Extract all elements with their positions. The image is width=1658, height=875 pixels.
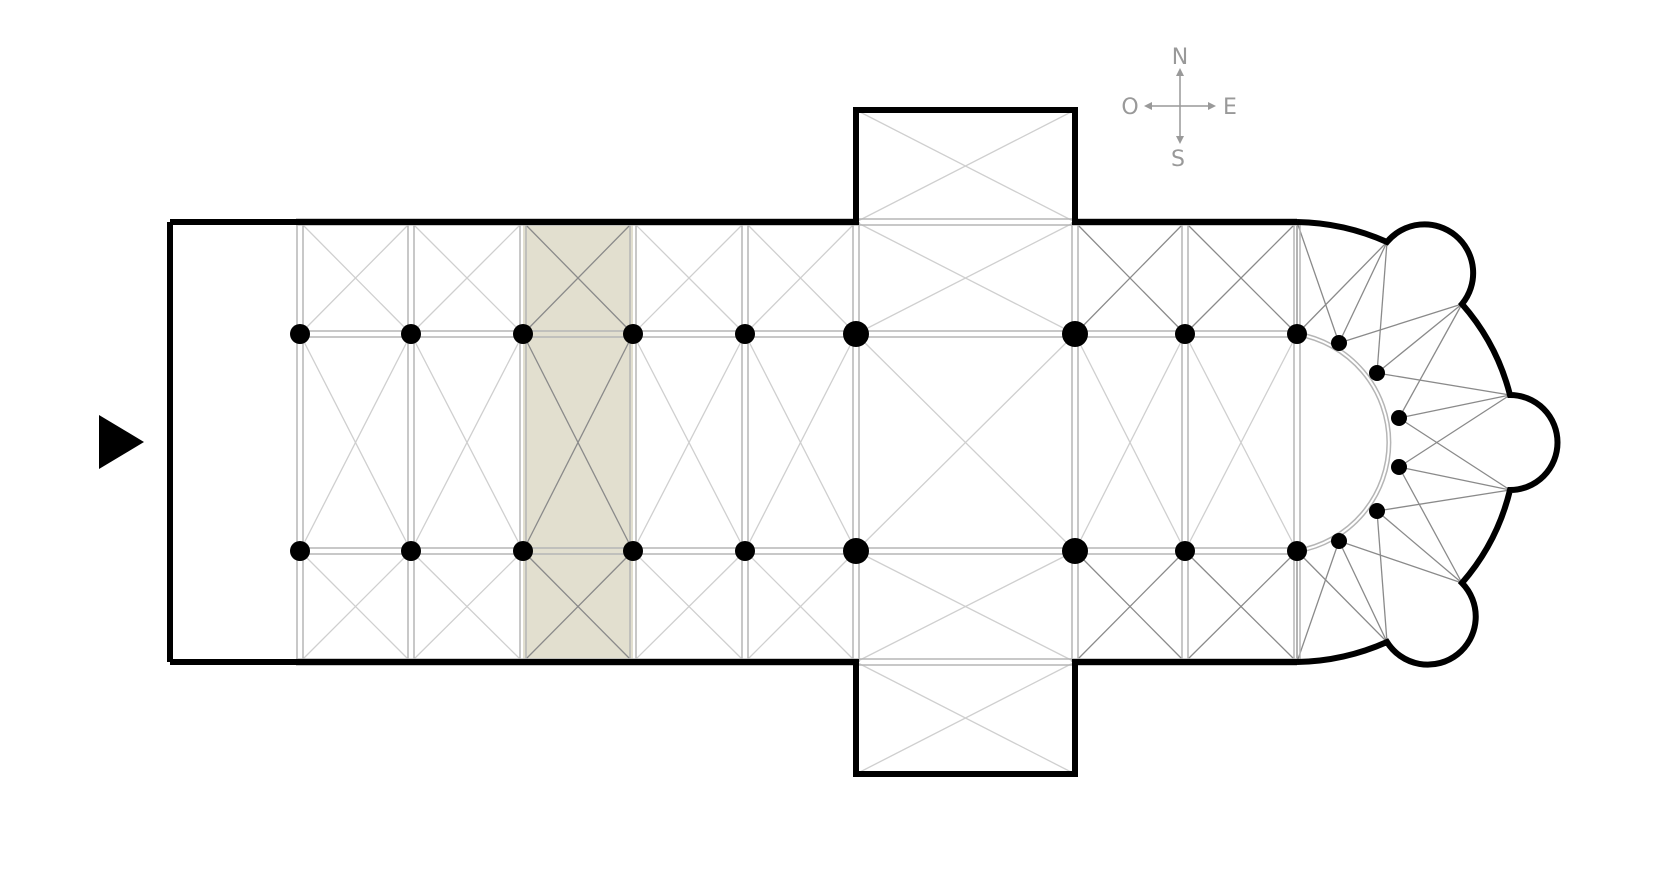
apse-rib [1376,241,1388,374]
apse-rib [1296,550,1388,643]
compass-south-label: S [1171,147,1185,172]
vault-rib [855,221,1076,335]
outer-walls [167,107,1561,777]
apse-rib [1296,241,1388,335]
vault-rib [299,333,412,552]
apse-rib [1338,241,1388,344]
nave-south-wall [170,659,1297,777]
pillar [1287,541,1307,561]
vault-rib [1074,550,1186,663]
apse-rib [1398,466,1463,584]
apse-pillar [1331,533,1347,549]
apse-rib [1338,540,1463,584]
apse-pillar [1391,459,1407,475]
pillar [290,541,310,561]
vault-rib [410,333,524,552]
apse-rib [1376,372,1511,396]
vault-rib [410,550,524,663]
pillar [1175,324,1195,344]
compass-east-label: E [1223,95,1237,120]
vault-rib [410,221,524,335]
arcade-lines [296,218,1301,666]
pillar [843,538,869,564]
nave-north-wall [170,107,1297,225]
pillar [735,541,755,561]
apse-pillar [1369,365,1385,381]
apse-rib [1398,466,1511,491]
vault-rib [522,333,634,552]
pillar [1175,541,1195,561]
apse-pillar [1369,503,1385,519]
entrance-arrow-icon [99,415,144,469]
pillar [513,324,533,344]
vault-rib [299,550,412,663]
apse-rib [1376,510,1463,584]
pillar [1287,324,1307,344]
vault-rib [744,333,857,552]
pillar [623,541,643,561]
compass-rose-icon [1144,68,1216,144]
vault-rib [632,333,746,552]
apse-rib [1376,489,1511,512]
pillar [623,324,643,344]
vault-rib [632,550,746,663]
vault-rib [299,221,412,335]
pillar [1062,538,1088,564]
apse-wall [1296,219,1561,668]
vault-rib [1074,333,1186,552]
pillars [290,321,1407,564]
compass-north-label: N [1172,45,1188,70]
pillar [1062,321,1088,347]
vault-rib [744,550,857,663]
vault-rib [1184,333,1298,552]
apse-rib [1398,303,1463,419]
vault-rib [632,221,746,335]
apse-rib [1398,394,1511,468]
apse-rib [1398,417,1511,491]
apse-pillar [1331,335,1347,351]
apse-rib [1338,540,1388,643]
apse-rib [1398,394,1511,419]
pillar [401,541,421,561]
apse-pillar [1391,410,1407,426]
vault-rib [855,661,1076,775]
pillar [290,324,310,344]
pillar [735,324,755,344]
vault-rib [1074,221,1186,335]
apse-rib [1296,221,1340,344]
apse-rib [1296,540,1340,663]
vault-rib [855,550,1076,663]
vault-rib [522,550,634,663]
apse-rib [1376,510,1388,643]
vault-rib [1184,221,1298,335]
vault-ribs [299,109,1511,775]
vault-rib [522,221,634,335]
pillar [401,324,421,344]
pillar [513,541,533,561]
compass-west-label: O [1121,95,1138,120]
vault-rib [744,221,857,335]
pillar [843,321,869,347]
vault-rib [855,109,1076,223]
vault-rib [855,333,1076,552]
vault-rib [1184,550,1298,663]
apse-rib [1376,303,1463,374]
apse-rib [1338,303,1463,344]
